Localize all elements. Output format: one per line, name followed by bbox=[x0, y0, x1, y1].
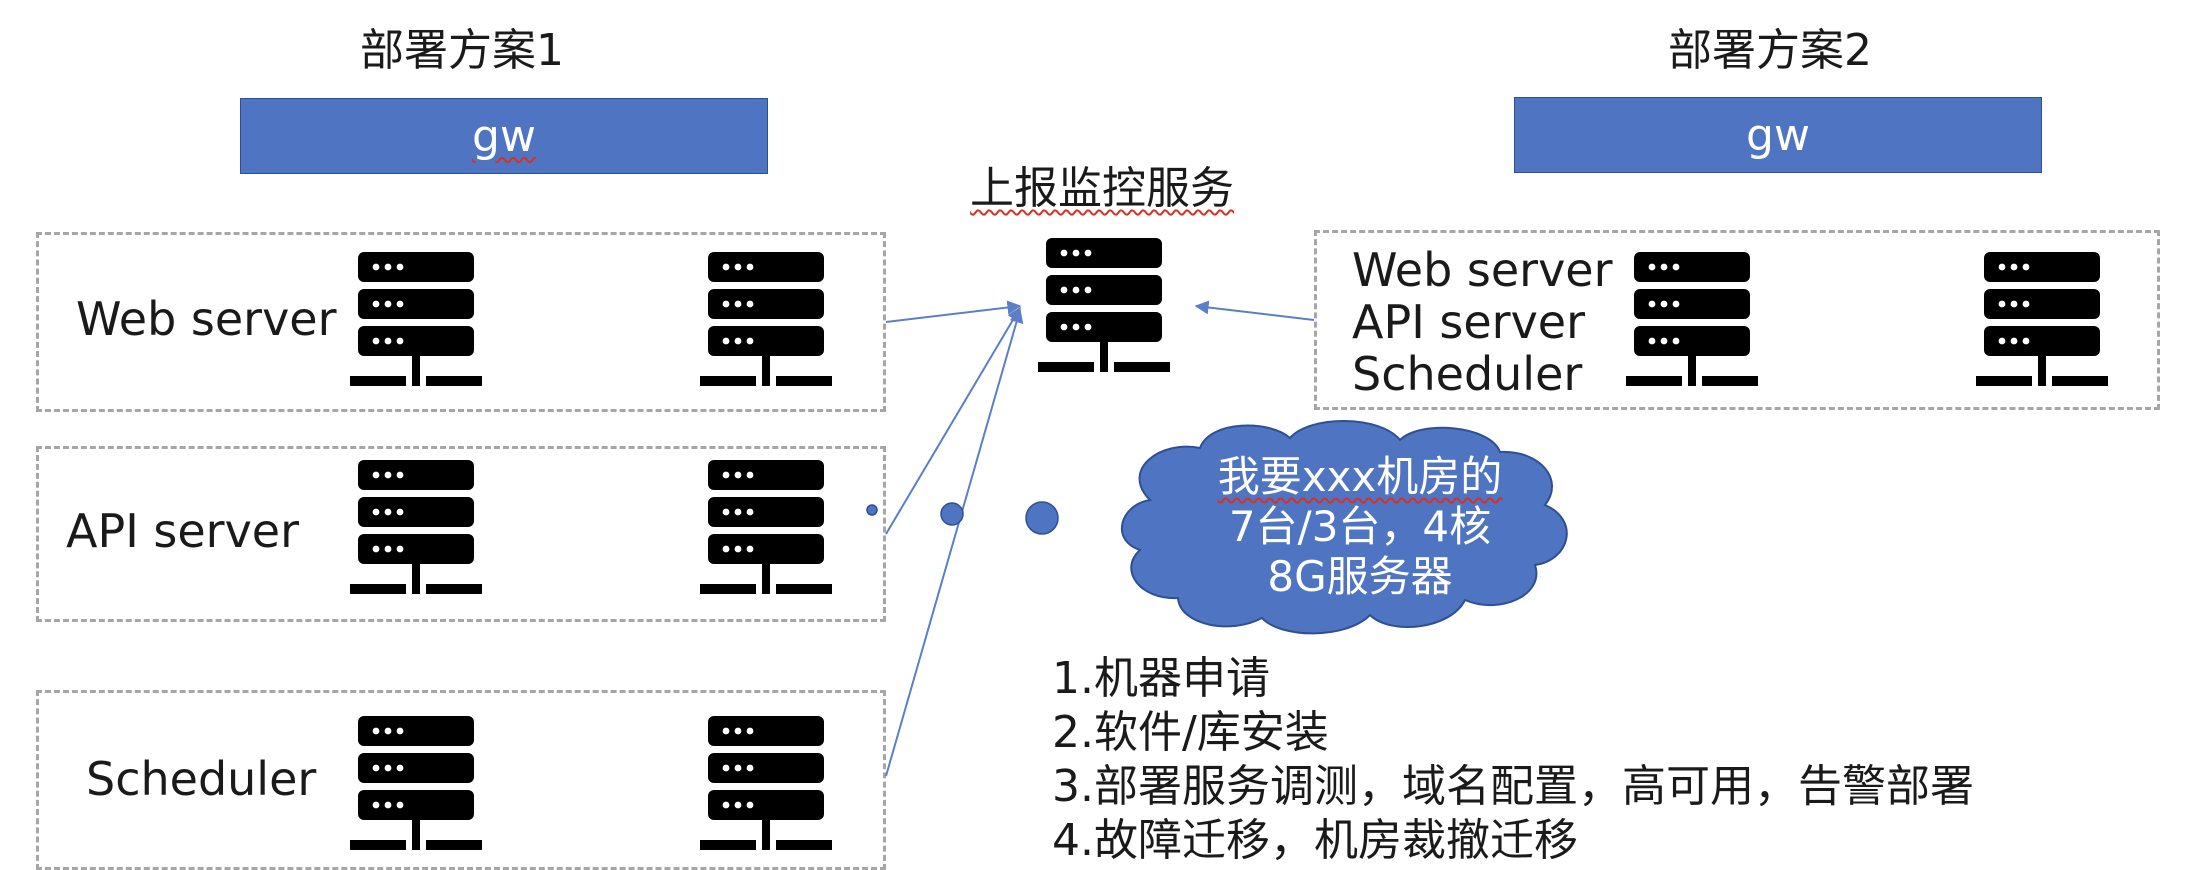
steps-list: 1.机器申请 2.软件/库安装 3.部署服务调测，域名配置，高可用，告警部署 4… bbox=[1052, 652, 1974, 868]
step-item: 1.机器申请 bbox=[1052, 653, 1270, 704]
plan2-title: 部署方案2 bbox=[1668, 25, 1872, 76]
plan2-group bbox=[1314, 230, 2160, 410]
thought-bubble-small bbox=[866, 504, 878, 516]
thought-bubble-medium bbox=[940, 502, 964, 526]
cloud-line-2: 7台/3台，4核 bbox=[1228, 502, 1492, 551]
plan2-web-server-label: Web server bbox=[1352, 243, 1613, 297]
cloud-line-1: 我要xxx机房的 bbox=[1217, 452, 1503, 501]
arrow-api-to-monitor bbox=[885, 306, 1021, 535]
arrow-web-to-monitor bbox=[885, 300, 1022, 323]
api-server-label: API server bbox=[66, 504, 300, 558]
plan1-gw-label: gw bbox=[472, 110, 536, 162]
step-item: 4.故障迁移，机房裁撤迁移 bbox=[1052, 815, 1578, 866]
plan2-scheduler-label: Scheduler bbox=[1352, 347, 1583, 401]
thought-bubble-large bbox=[1025, 501, 1059, 535]
monitor-title: 上报监控服务 bbox=[970, 152, 1234, 216]
plan2-api-server-label: API server bbox=[1352, 295, 1586, 349]
plan2-service-list: Web server API server Scheduler bbox=[1352, 244, 1613, 400]
monitor-title-text: 上报监控服务 bbox=[970, 163, 1234, 214]
step-item: 2.软件/库安装 bbox=[1052, 707, 1329, 758]
plan2-gw-label: gw bbox=[1746, 109, 1810, 161]
arrow-scheduler-to-monitor bbox=[885, 308, 1024, 777]
plan1-web-group bbox=[36, 232, 886, 412]
plan1-title: 部署方案1 bbox=[360, 25, 564, 76]
step-item: 3.部署服务调测，域名配置，高可用，告警部署 bbox=[1052, 761, 1974, 812]
cloud-shape bbox=[1120, 420, 1568, 635]
scheduler-label: Scheduler bbox=[86, 752, 317, 806]
cloud-line-3: 8G服务器 bbox=[1267, 552, 1453, 601]
arrow-plan2-to-monitor bbox=[1194, 300, 1315, 321]
cloud-text: 我要xxx机房的 7台/3台，4核 8G服务器 bbox=[1170, 452, 1550, 602]
web-server-label: Web server bbox=[76, 292, 337, 346]
plan2-gw-box: gw bbox=[1514, 97, 2042, 173]
plan1-api-group bbox=[36, 446, 886, 622]
plan1-gw-box: gw bbox=[240, 98, 768, 174]
